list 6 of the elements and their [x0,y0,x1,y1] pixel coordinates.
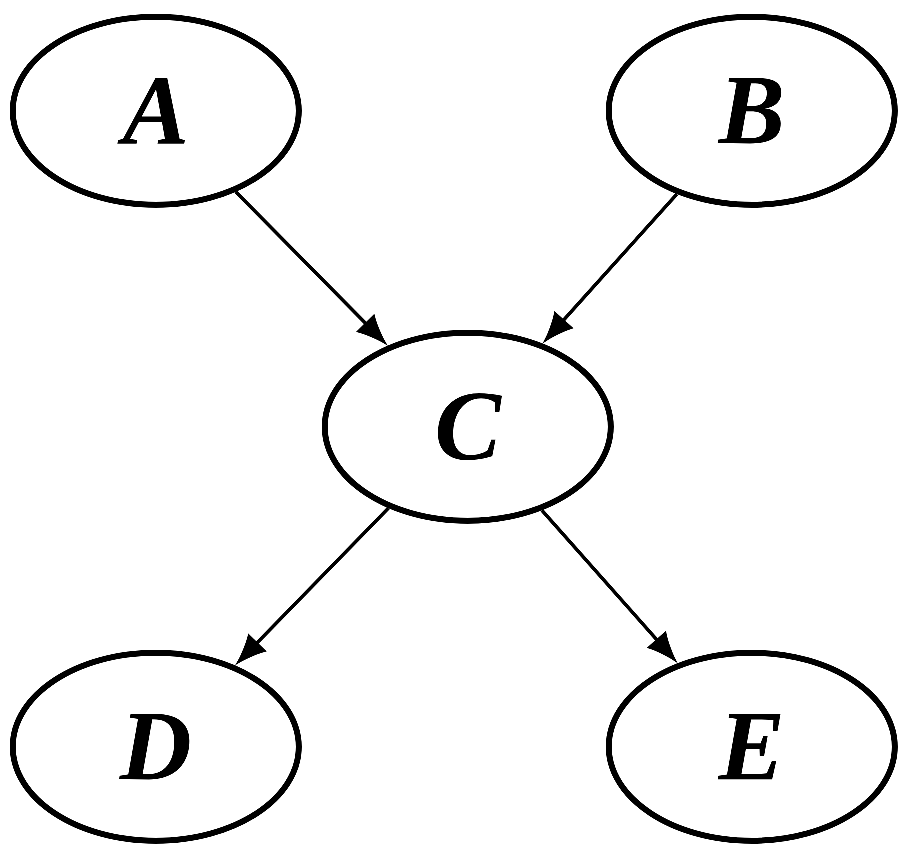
ellipse-node: D [10,650,302,844]
ellipse-node: C [322,330,614,524]
arrow [238,507,390,663]
ellipse-node: B [606,14,898,208]
ellipse-node: A [10,14,302,208]
ellipse-node: E [606,650,898,844]
